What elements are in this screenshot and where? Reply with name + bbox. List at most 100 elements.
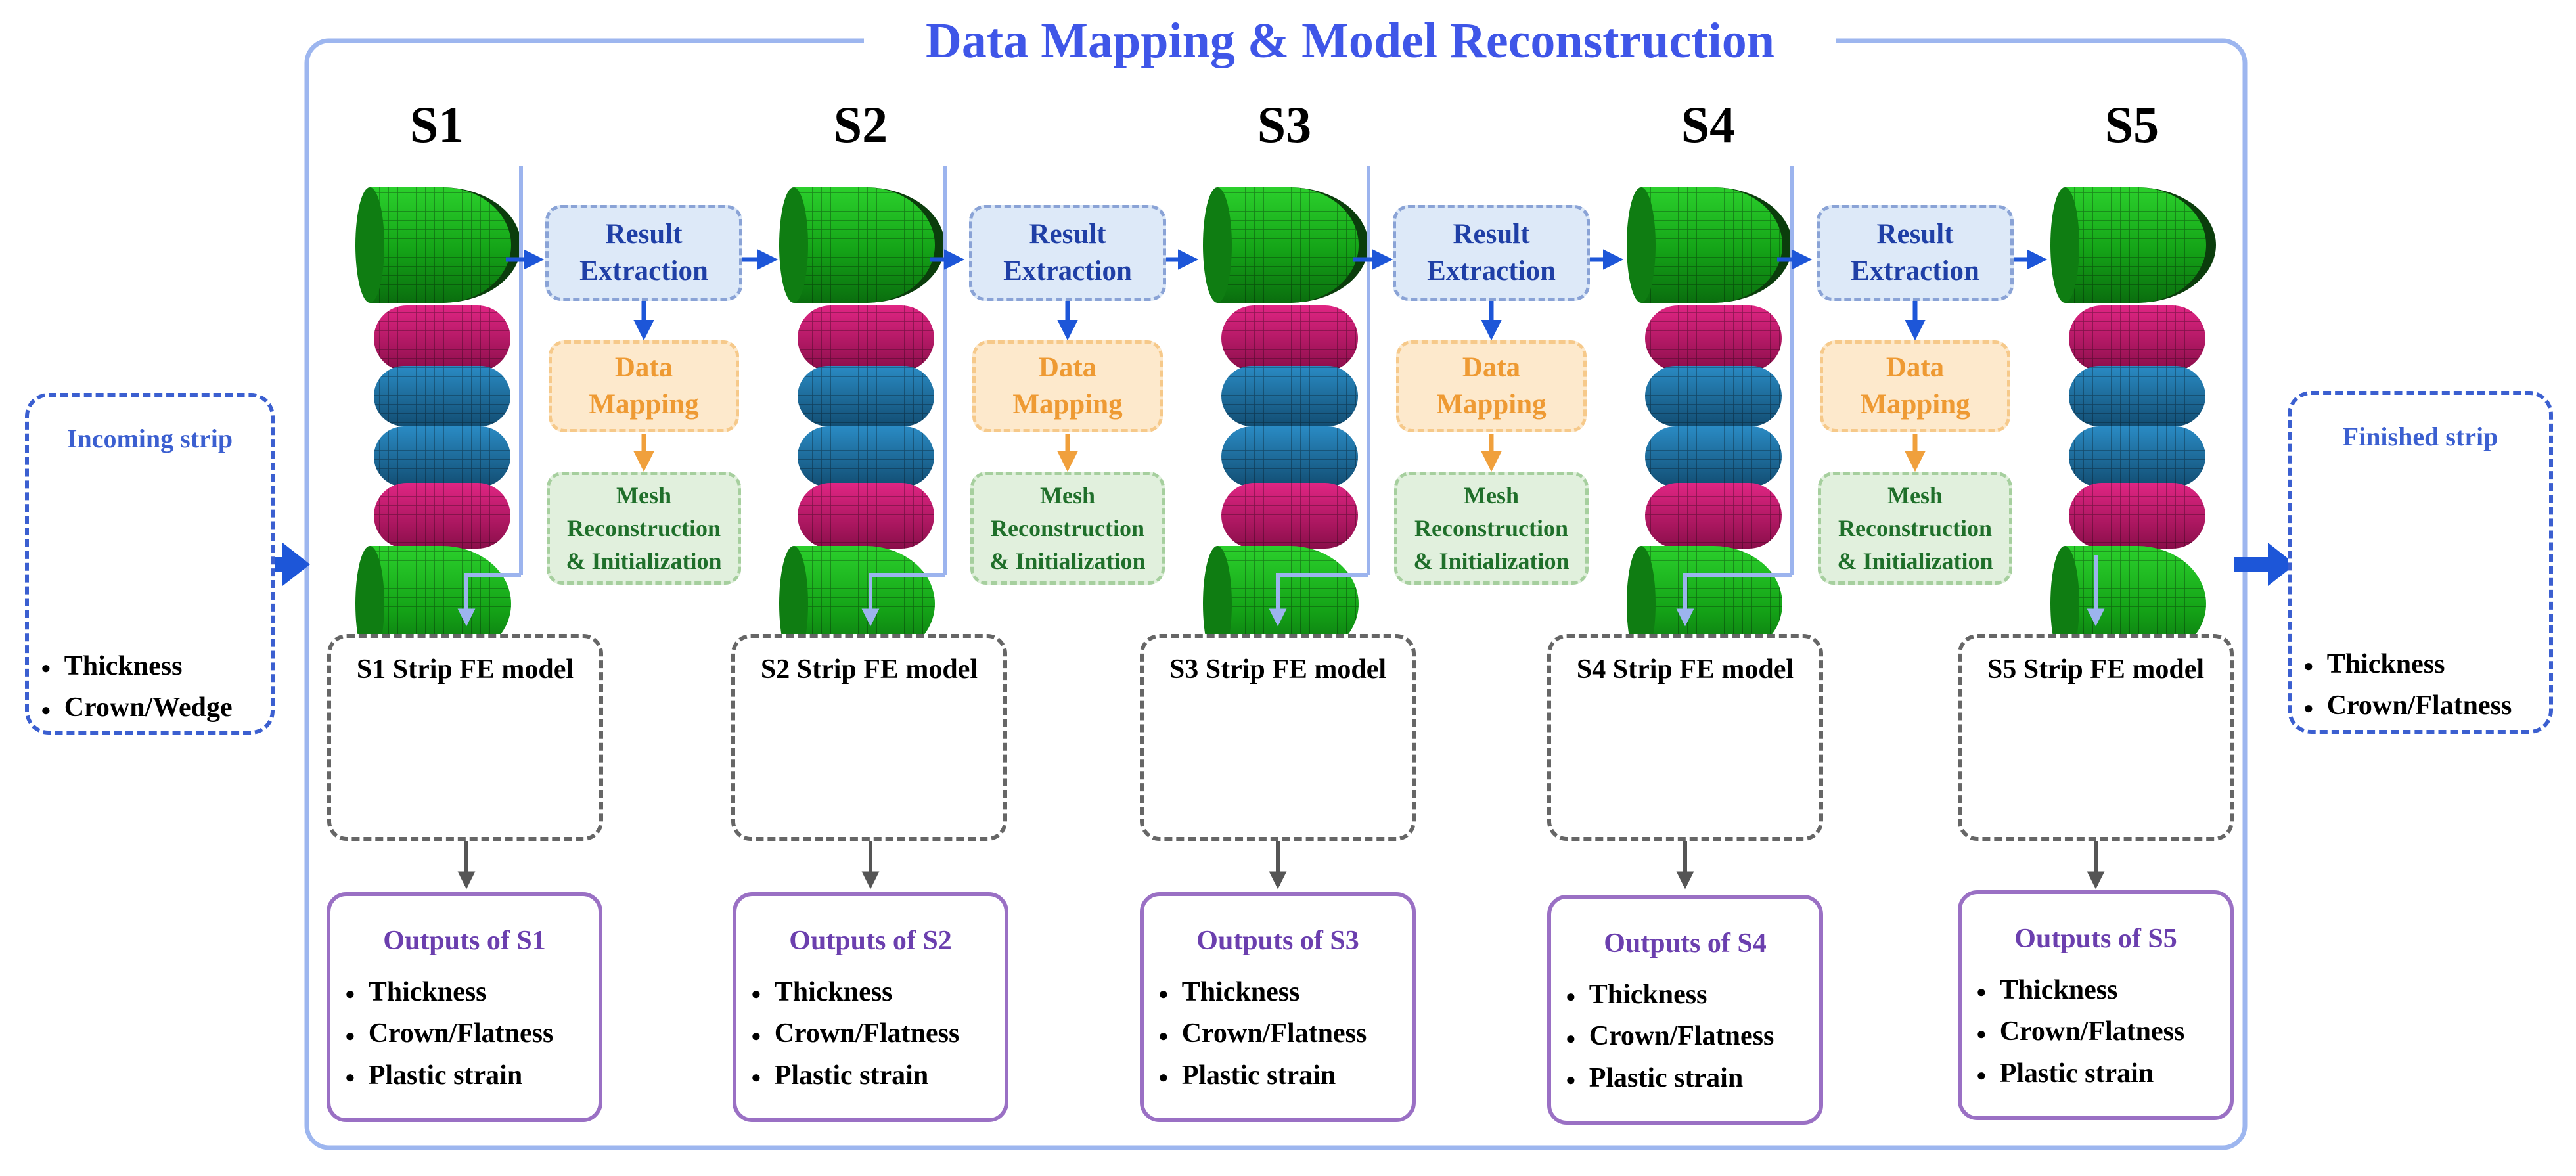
outputs-title: Outputs of S5 [2014, 924, 2177, 954]
s3-outputs-box: Outputs of S3 Thickness Crown/Flatness P… [1140, 892, 1416, 1122]
mapping-flow-arrows [633, 434, 1926, 472]
result-extraction-line-2: Extraction [1427, 256, 1556, 286]
finished-flow-arrow-icon [2234, 543, 2295, 586]
output-item-plastic-strain: Plastic strain [1551, 1058, 1819, 1100]
fe-model-title: S1 Strip FE model [356, 654, 574, 685]
data-mapping-line-1: Data [1886, 352, 1945, 383]
result-extraction-line-2: Extraction [1003, 256, 1132, 286]
fe-model-title: S2 Strip FE model [760, 654, 978, 685]
diagram-title: Data Mapping & Model Reconstruction [864, 7, 1836, 76]
outputs-title: Outputs of S1 [383, 926, 546, 956]
data-mapping-line-1: Data [1038, 352, 1097, 383]
data-mapping-box-s3-s4: Data Mapping [1396, 340, 1587, 432]
incoming-strip-list: Thickness Crown/Wedge [35, 646, 233, 730]
data-mapping-box-s4-s5: Data Mapping [1820, 340, 2010, 432]
s2-outputs-box: Outputs of S2 Thickness Crown/Flatness P… [733, 892, 1008, 1122]
data-mapping-line-1: Data [614, 352, 673, 383]
outputs-flow-arrows [457, 840, 2105, 890]
output-item-thickness: Thickness [736, 972, 1005, 1014]
mesh-reconstruction-line-1: Mesh [1040, 482, 1095, 509]
incoming-item-crown-wedge: Crown/Wedge [35, 688, 233, 729]
s1-strip-fe-model-box: S1 Strip FE model [327, 634, 603, 841]
fe-model-title: S5 Strip FE model [1987, 654, 2205, 685]
output-item-thickness: Thickness [1144, 972, 1412, 1014]
mesh-reconstruction-line-2: Reconstruction [991, 515, 1144, 541]
fe-model-title: S3 Strip FE model [1169, 654, 1387, 685]
fe-model-title: S4 Strip FE model [1576, 654, 1794, 685]
result-extraction-line-1: Result [1453, 219, 1530, 250]
finished-strip-box: Finished strip Thickness Crown/Flatness [2288, 391, 2553, 734]
output-item-crown-flatness: Crown/Flatness [1144, 1014, 1412, 1055]
output-item-crown-flatness: Crown/Flatness [330, 1014, 599, 1055]
incoming-strip-box: Incoming strip Thickness Crown/Wedge [25, 393, 275, 735]
output-item-crown-flatness: Crown/Flatness [1962, 1012, 2230, 1053]
stand-s4-roll-stack-icon [1627, 187, 1792, 662]
mesh-reconstruction-line-3: & Initialization [566, 548, 722, 574]
s1-outputs-box: Outputs of S1 Thickness Crown/Flatness P… [327, 892, 602, 1122]
finished-strip-list: Thickness Crown/Flatness [2298, 645, 2512, 728]
result-extraction-line-2: Extraction [579, 256, 708, 286]
result-extraction-line-1: Result [605, 219, 683, 250]
finished-item-crown-flatness: Crown/Flatness [2298, 686, 2512, 727]
stand-label-s1: S1 [409, 96, 464, 153]
mesh-reconstruction-line-3: & Initialization [1837, 548, 1993, 574]
finished-strip-title: Finished strip [2342, 422, 2498, 451]
result-extraction-line-1: Result [1029, 219, 1106, 250]
result-extraction-line-2: Extraction [1851, 256, 1979, 286]
result-extraction-box-s3-s4: Result Extraction [1393, 205, 1590, 301]
mesh-reconstruction-box-s4-s5: Mesh Reconstruction & Initialization [1818, 472, 2012, 585]
outputs-title: Outputs of S3 [1196, 926, 1359, 956]
mesh-reconstruction-line-1: Mesh [1887, 482, 1943, 509]
output-item-crown-flatness: Crown/Flatness [1551, 1016, 1819, 1058]
mesh-reconstruction-box-s3-s4: Mesh Reconstruction & Initialization [1394, 472, 1589, 585]
incoming-strip-title: Incoming strip [66, 424, 233, 453]
mesh-reconstruction-line-3: & Initialization [989, 548, 1146, 574]
stand-s5-roll-stack-icon [2050, 187, 2216, 662]
s5-strip-fe-model-box: S5 Strip FE model [1958, 634, 2234, 841]
mesh-reconstruction-box-s1-s2: Mesh Reconstruction & Initialization [547, 472, 741, 585]
output-item-crown-flatness: Crown/Flatness [736, 1014, 1005, 1055]
result-extraction-line-1: Result [1876, 219, 1954, 250]
outputs-title: Outputs of S2 [789, 926, 952, 956]
data-mapping-box-s2-s3: Data Mapping [972, 340, 1163, 432]
result-extraction-box-s2-s3: Result Extraction [969, 205, 1166, 301]
outputs-title: Outputs of S4 [1604, 928, 1767, 959]
finished-item-thickness: Thickness [2298, 645, 2512, 686]
s5-outputs-box: Outputs of S5 Thickness Crown/Flatness P… [1958, 890, 2234, 1120]
mesh-reconstruction-line-3: & Initialization [1413, 548, 1570, 574]
data-mapping-line-2: Mapping [1012, 389, 1123, 420]
data-mapping-line-2: Mapping [1436, 389, 1547, 420]
output-item-plastic-strain: Plastic strain [1144, 1056, 1412, 1097]
stand-s1-roll-stack-icon [355, 187, 521, 662]
stand-label-s5: S5 [2104, 96, 2159, 153]
stand-label-s3: S3 [1257, 96, 1312, 153]
s4-outputs-box: Outputs of S4 Thickness Crown/Flatness P… [1547, 895, 1823, 1125]
stand-label-s2: S2 [833, 96, 888, 153]
output-item-plastic-strain: Plastic strain [330, 1056, 599, 1097]
s4-strip-fe-model-box: S4 Strip FE model [1547, 634, 1823, 841]
stand-s2-roll-stack-icon [779, 187, 945, 662]
stand-separator-lines [519, 166, 1794, 575]
incoming-item-thickness: Thickness [35, 646, 233, 688]
mesh-reconstruction-line-2: Reconstruction [1414, 515, 1568, 541]
stand-s3-roll-stack-icon [1203, 187, 1368, 662]
result-extraction-box-s4-s5: Result Extraction [1817, 205, 2014, 301]
mesh-reconstruction-box-s2-s3: Mesh Reconstruction & Initialization [970, 472, 1165, 585]
output-item-plastic-strain: Plastic strain [736, 1056, 1005, 1097]
data-mapping-box-s1-s2: Data Mapping [549, 340, 739, 432]
data-mapping-line-2: Mapping [589, 389, 699, 420]
stand-label-s4: S4 [1681, 96, 1736, 153]
mesh-reconstruction-line-1: Mesh [616, 482, 671, 509]
output-item-thickness: Thickness [1551, 975, 1819, 1016]
mesh-reconstruction-line-2: Reconstruction [1838, 515, 1992, 541]
output-item-thickness: Thickness [1962, 970, 2230, 1012]
fe-model-flow-arrows [457, 555, 2105, 627]
data-mapping-line-1: Data [1462, 352, 1521, 383]
s2-strip-fe-model-box: S2 Strip FE model [731, 634, 1007, 841]
output-item-thickness: Thickness [330, 972, 599, 1014]
output-item-plastic-strain: Plastic strain [1962, 1054, 2230, 1095]
mesh-reconstruction-line-2: Reconstruction [567, 515, 721, 541]
result-extraction-box-s1-s2: Result Extraction [545, 205, 742, 301]
data-mapping-line-2: Mapping [1860, 389, 1970, 420]
